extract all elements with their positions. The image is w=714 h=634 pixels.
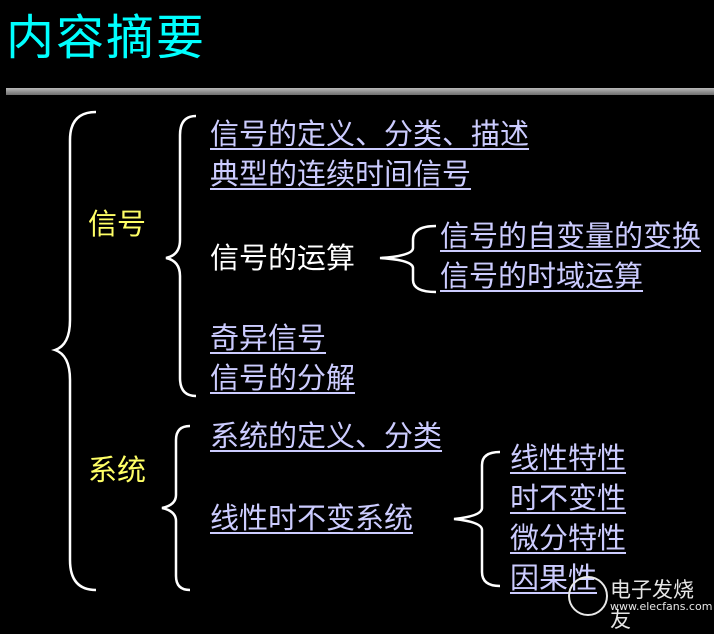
link-signal-decomposition[interactable]: 信号的分解 <box>210 361 356 395</box>
signal-operations-label: 信号的运算 <box>210 241 356 275</box>
link-linearity[interactable]: 线性特性 <box>510 441 627 475</box>
operations-brace <box>379 224 437 294</box>
system-brace <box>161 424 191 592</box>
main-brace <box>51 110 97 592</box>
category-signal: 信号 <box>88 207 147 241</box>
link-time-invariance[interactable]: 时不变性 <box>510 481 627 515</box>
link-singular-signals[interactable]: 奇异信号 <box>210 321 327 355</box>
watermark-logo: 电子发烧友 www.elecfans.com <box>566 574 714 632</box>
title-divider <box>6 88 714 95</box>
logo-circle-icon <box>568 576 608 616</box>
category-system: 系统 <box>88 453 147 487</box>
link-differential-property[interactable]: 微分特性 <box>510 521 627 555</box>
lti-brace <box>453 450 501 588</box>
link-continuous-signals[interactable]: 典型的连续时间信号 <box>210 157 472 191</box>
watermark-name: 电子发烧友 <box>610 578 694 632</box>
page-title: 内容摘要 <box>6 10 207 66</box>
link-time-domain-ops[interactable]: 信号的时域运算 <box>440 259 644 293</box>
watermark-url: www.elecfans.com <box>610 600 713 613</box>
link-variable-transform[interactable]: 信号的自变量的变换 <box>440 219 702 253</box>
link-system-definition[interactable]: 系统的定义、分类 <box>210 419 443 453</box>
signal-brace <box>165 114 197 398</box>
link-lti-system[interactable]: 线性时不变系统 <box>210 501 414 535</box>
link-signal-definition[interactable]: 信号的定义、分类、描述 <box>210 117 530 151</box>
